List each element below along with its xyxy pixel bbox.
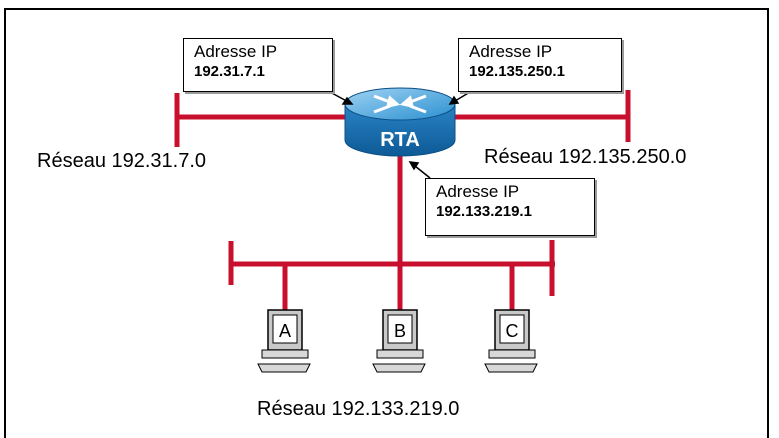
address-box-bottom: Adresse IP 192.133.219.1 <box>425 178 595 236</box>
router-rta[interactable]: RTA <box>344 87 456 157</box>
host-c[interactable]: C <box>484 309 538 373</box>
address-box-bottom-value: 192.133.219.1 <box>436 203 532 220</box>
segment-right <box>440 90 631 142</box>
router-label: RTA <box>380 129 420 151</box>
address-box-right: Adresse IP 192.135.250.1 <box>458 38 622 92</box>
address-box-right-value: 192.135.250.1 <box>469 63 565 80</box>
host-c-label: C <box>506 321 519 341</box>
address-box-left-title: Adresse IP <box>194 42 278 61</box>
diagram-frame <box>4 8 769 438</box>
callout-arrows <box>329 91 471 179</box>
network-label-left: Réseau 192.31.7.0 <box>37 150 207 172</box>
host-b-label: B <box>394 321 406 341</box>
host-a[interactable]: A <box>257 309 311 373</box>
host-b[interactable]: B <box>372 309 426 373</box>
segment-bottom <box>228 155 555 312</box>
router-arrows-icon <box>373 94 427 114</box>
address-box-bottom-title: Adresse IP <box>436 182 520 201</box>
address-box-left: Adresse IP 192.31.7.1 <box>183 38 333 92</box>
network-label-bottom: Réseau 192.133.219.0 <box>257 398 460 420</box>
address-box-right-title: Adresse IP <box>469 42 553 61</box>
address-box-left-value: 192.31.7.1 <box>194 63 265 80</box>
network-label-right: Réseau 192.135.250.0 <box>484 146 687 168</box>
segment-left <box>174 93 360 147</box>
host-a-label: A <box>279 321 291 341</box>
